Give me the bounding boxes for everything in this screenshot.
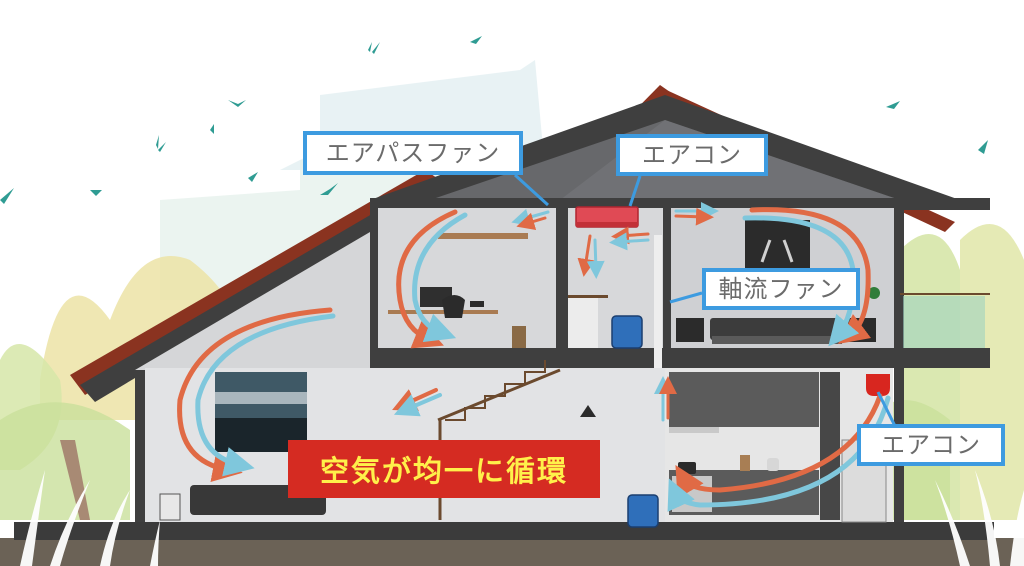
grass <box>20 470 1024 566</box>
middle-room-furniture <box>568 206 662 370</box>
circulation-banner: 空気が均一に循環 <box>288 440 600 498</box>
kitchen-stool <box>627 494 659 528</box>
air-pass-fan-label: エアパスファン <box>303 131 523 175</box>
ceiling-air-conditioner <box>866 374 890 396</box>
humidifier <box>611 315 643 349</box>
upper-floor <box>370 198 990 368</box>
warm-airflow-arrow <box>177 307 333 482</box>
ground <box>0 538 1024 566</box>
airflow-arrows <box>177 202 891 512</box>
study-room <box>378 208 556 348</box>
air-conditioner-upper-label: エアコン <box>616 134 768 176</box>
cool-airflow-arrow <box>195 313 336 477</box>
birds <box>0 36 988 204</box>
study-furniture <box>388 233 528 348</box>
axial-fan-label: 軸流ファン <box>702 268 860 310</box>
foundation <box>14 522 994 540</box>
air-conditioner-lower-label: エアコン <box>857 424 1005 466</box>
callout-leaders <box>513 173 897 427</box>
